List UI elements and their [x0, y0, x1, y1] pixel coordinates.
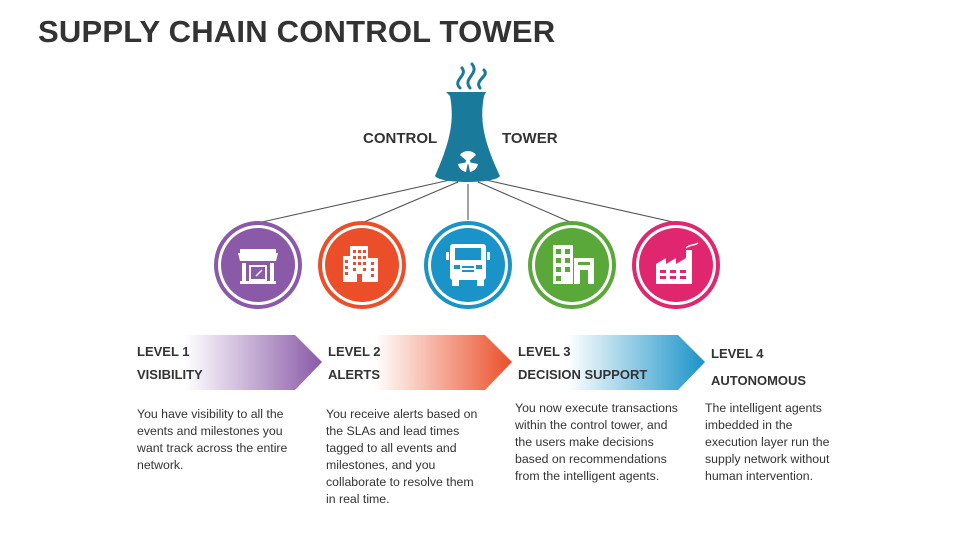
level-3-number: LEVEL 3 — [518, 344, 571, 359]
level-3-name: DECISION SUPPORT — [518, 367, 648, 382]
level-2-description: You receive alerts based on the SLAs and… — [326, 407, 478, 506]
level-1-chevron — [185, 335, 322, 390]
level-4-number: LEVEL 4 — [711, 346, 764, 361]
level-4-name: AUTONOMOUS — [711, 373, 807, 388]
storefront-icon — [238, 249, 278, 284]
level-3-circle — [424, 221, 512, 309]
office-building-icon — [343, 246, 378, 282]
connector-line-4 — [477, 181, 571, 223]
level-1-circle — [214, 221, 302, 309]
level-3-description: You now execute transactions within the … — [515, 401, 678, 483]
connector-lines — [261, 179, 674, 223]
connector-line-1 — [261, 179, 451, 223]
level-4-heading: LEVEL 4 AUTONOMOUS — [711, 340, 806, 394]
level-3-chevron — [568, 335, 705, 390]
level-1-heading: LEVEL 1 VISIBILITY — [137, 340, 203, 386]
connector-line-2 — [363, 181, 459, 223]
nuclear-cooling-tower-icon — [435, 62, 500, 182]
tower-label-tower: TOWER — [502, 130, 558, 147]
level-2-heading: LEVEL 2 ALERTS — [328, 340, 381, 386]
level-2-chevron — [375, 335, 512, 390]
level-2-circle — [318, 221, 406, 309]
factory-icon — [656, 242, 699, 284]
truck-icon — [446, 244, 490, 286]
factory-circle — [632, 221, 720, 309]
level-4-circle — [528, 221, 616, 309]
connector-line-5 — [485, 179, 674, 223]
tower-label-control: CONTROL — [363, 130, 438, 147]
level-1-name: VISIBILITY — [137, 367, 203, 382]
buildings-icon — [553, 245, 594, 284]
page-title: SUPPLY CHAIN CONTROL TOWER — [38, 14, 556, 49]
level-2-number: LEVEL 2 — [328, 344, 381, 359]
level-2-name: ALERTS — [328, 367, 380, 382]
level-3-heading: LEVEL 3 DECISION SUPPORT — [518, 340, 647, 386]
level-4-description: The intelligent agents imbedded in the e… — [705, 401, 830, 483]
level-1-number: LEVEL 1 — [137, 344, 190, 359]
level-1-description: You have visibility to all the events an… — [137, 407, 288, 472]
